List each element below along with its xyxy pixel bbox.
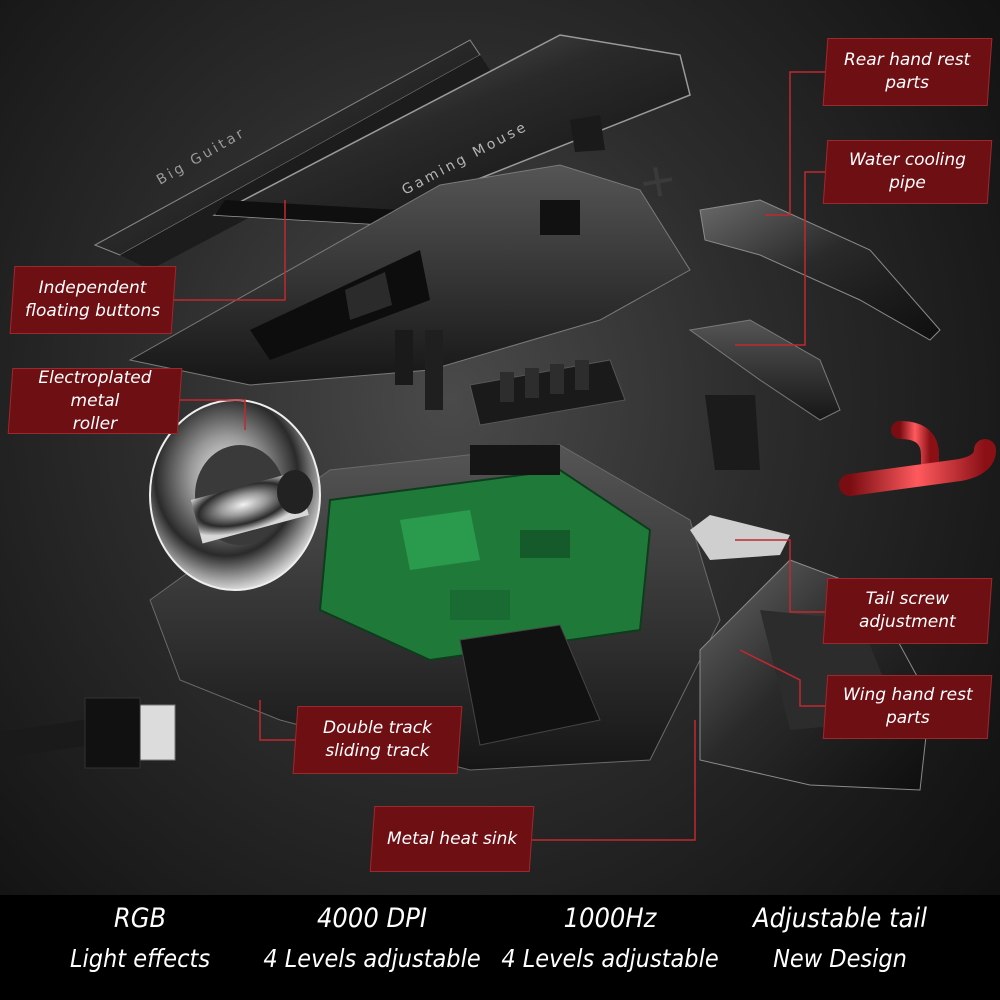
exploded-mouse-illustration: Big Guitar Gaming Mouse	[0, 34, 996, 841]
heat-sink-part	[469, 359, 626, 426]
callout-wing-hand-rest: Wing hand rest parts	[822, 675, 993, 739]
feature-title: 1000Hz	[563, 903, 657, 934]
feature-bar: RGB Light effects 4000 DPI 4 Levels adju…	[0, 895, 1000, 1000]
tail-screw-part	[690, 515, 790, 560]
feature-title: 4000 DPI	[316, 903, 428, 934]
feature-subtitle: Light effects	[69, 944, 211, 973]
callout-double-track: Double track sliding track	[292, 706, 463, 774]
leader-lines	[172, 71, 825, 841]
feature-subtitle: 4 Levels adjustable	[263, 944, 481, 973]
callout-water-cooling-pipe: Water cooling pipe	[822, 140, 993, 204]
metal-roller-part	[149, 399, 321, 591]
feature-rgb: RGB Light effects	[20, 895, 260, 979]
usb-cable	[0, 697, 176, 769]
feature-dpi: 4000 DPI 4 Levels adjustable	[252, 895, 492, 979]
callout-metal-roller: Electroplated metal roller	[7, 368, 183, 434]
callout-rear-hand-rest: Rear hand rest parts	[822, 38, 993, 106]
callout-tail-screw: Tail screw adjustment	[822, 578, 993, 644]
feature-title: Adjustable tail	[753, 903, 927, 934]
pcb-board	[318, 468, 652, 662]
button-shell	[128, 164, 691, 410]
water-cooling-pipe-part	[626, 421, 996, 496]
feature-subtitle: New Design	[773, 944, 907, 973]
feature-subtitle: 4 Levels adjustable	[501, 944, 719, 973]
feature-polling-rate: 1000Hz 4 Levels adjustable	[490, 895, 730, 979]
feature-adjustable-tail: Adjustable tail New Design	[720, 895, 960, 979]
feature-title: RGB	[113, 903, 167, 934]
callout-floating-buttons: Independent floating buttons	[9, 266, 177, 334]
callout-metal-heat-sink: Metal heat sink	[369, 806, 535, 872]
